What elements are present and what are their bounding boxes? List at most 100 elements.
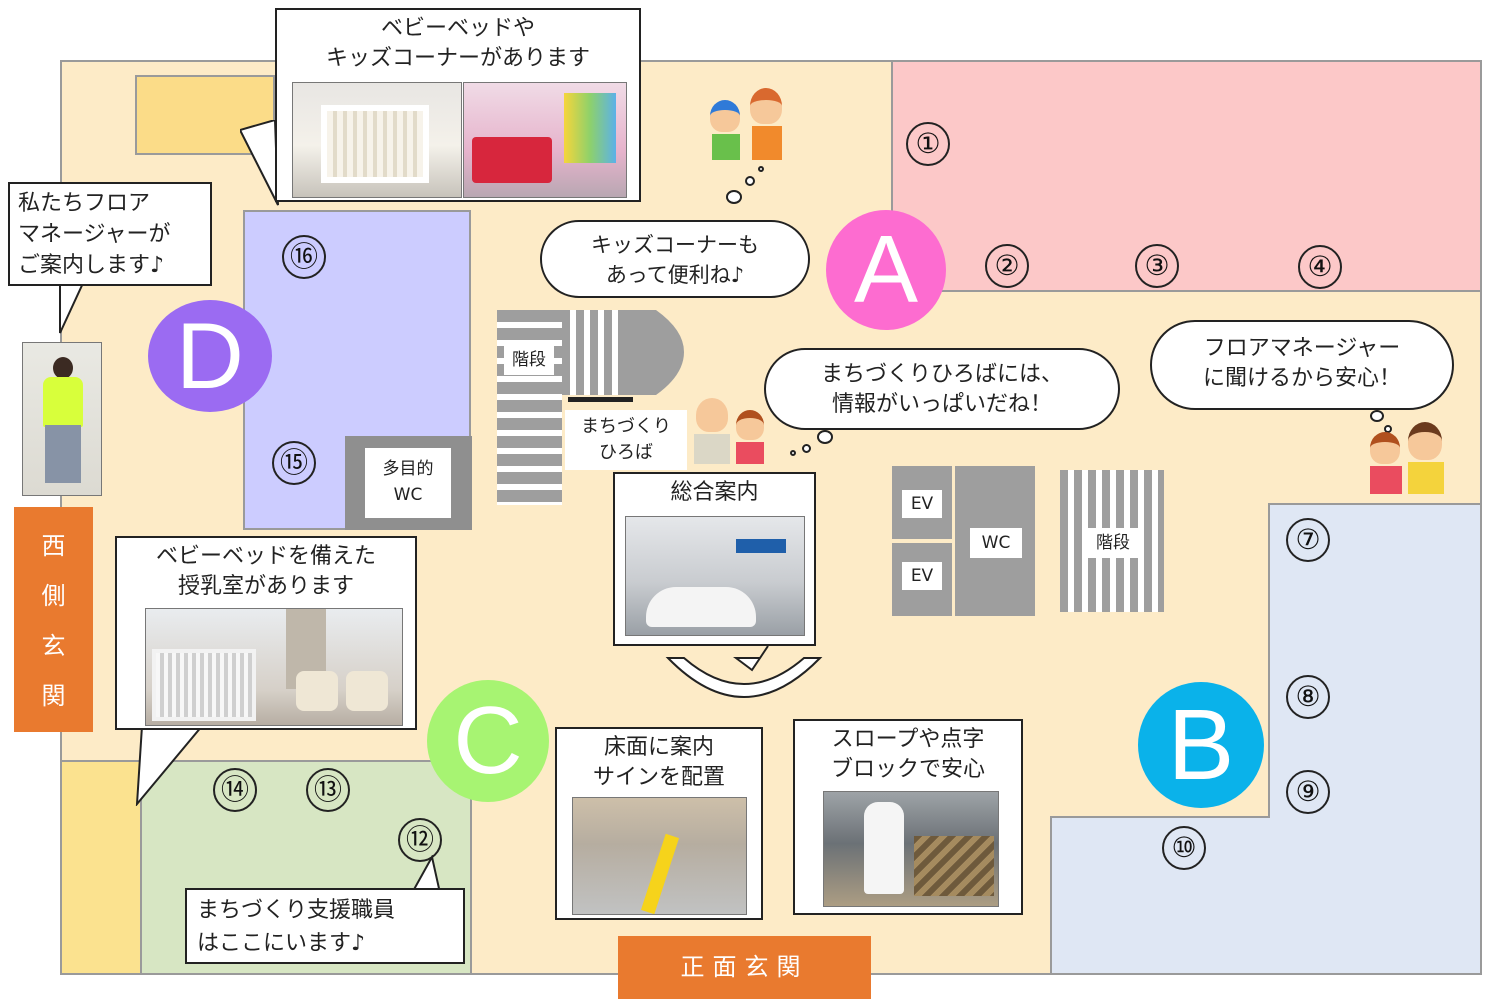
- cloud-bubble: [790, 450, 796, 456]
- zone-a-area[interactable]: [891, 60, 1482, 292]
- shop-number-2[interactable]: ②: [985, 244, 1029, 288]
- play-fence-right: [564, 93, 616, 163]
- restroom-label: WC: [970, 528, 1022, 558]
- nursing-line-2: 授乳室があります: [177, 574, 354, 599]
- support-line-1: まちづくり支援職員: [197, 898, 396, 923]
- baby-bed-line-1: ベビーベッドや: [380, 16, 535, 41]
- shop-number-3[interactable]: ③: [1135, 244, 1179, 288]
- west-char-2: 側: [41, 582, 66, 610]
- stairs-top-edge: [626, 310, 636, 395]
- slope-photo: [823, 791, 999, 907]
- elder-head: [696, 398, 728, 432]
- stairs-left-label: 階段: [504, 345, 554, 375]
- info-desk-callout: 総合案内: [613, 472, 816, 646]
- west-corridor-area: [60, 760, 142, 975]
- couple-illustration: [1364, 418, 1456, 494]
- plaza-cloud-line-1: まちづくりひろばには、: [820, 362, 1063, 387]
- zone-b-marker: B: [1138, 682, 1264, 808]
- shop-number-12[interactable]: ⑫: [398, 818, 442, 862]
- cloud-bubble: [817, 430, 833, 444]
- plaza-line-1: まちづくり: [581, 416, 671, 437]
- west-char-1: 西: [41, 532, 66, 560]
- slope-person: [864, 802, 904, 894]
- child-head: [736, 410, 764, 440]
- man-head: [1408, 422, 1442, 460]
- zone-b-join: [1270, 814, 1480, 820]
- manager-callout: 私たちフロア マネージャーが ご案内します♪: [8, 182, 212, 286]
- support-staff-callout: まちづくり支援職員 はここにいます♪: [185, 888, 465, 964]
- zone-c-marker: C: [427, 680, 549, 802]
- woman-body: [1370, 466, 1402, 494]
- manager-head: [53, 357, 73, 379]
- girl-body: [752, 126, 782, 160]
- slope-callout: スロープや点字 ブロックで安心: [793, 719, 1023, 915]
- floor-sign-line-1: 床面に案内: [603, 735, 714, 760]
- plaza-marker-line: [568, 397, 633, 402]
- info-desk-title: 総合案内: [670, 480, 759, 505]
- plaza-cloud-line-2: 情報がいっぱいだね！: [831, 392, 1052, 417]
- floor-manager-photo: [22, 342, 102, 496]
- shop-number-8[interactable]: ⑧: [1286, 675, 1330, 719]
- kids-cloud-line-1: キッズコーナーも: [591, 233, 759, 257]
- info-desk-sign: [736, 539, 786, 553]
- baby-bed-photo: [292, 82, 462, 198]
- west-entrance-sign[interactable]: 西 側 玄 関: [14, 507, 93, 732]
- nursing-line-1: ベビーベッドを備えた: [155, 544, 376, 569]
- slope-ramp: [914, 836, 994, 896]
- woman-head: [1370, 432, 1400, 464]
- shop-number-14[interactable]: ⑭: [213, 768, 257, 812]
- manager-cloud-line-1: フロアマネージャー: [1203, 336, 1401, 361]
- baby-bed-line-2: キッズコーナーがあります: [325, 46, 590, 71]
- front-entrance-sign[interactable]: 正面玄関: [618, 936, 871, 999]
- manager-cloud-line-2: に聞けるから安心！: [1202, 366, 1401, 391]
- cloud-bubble: [745, 176, 755, 186]
- baby-bed-callout: ベビーベッドや キッズコーナーがあります: [275, 8, 641, 202]
- nursing-crib: [152, 649, 256, 721]
- shop-number-7[interactable]: ⑦: [1286, 518, 1330, 562]
- manager-line-2: マネージャーが: [18, 222, 171, 247]
- multi-purpose-wc-label: 多目的 WC: [365, 448, 451, 518]
- curved-stairs: [636, 310, 684, 395]
- shop-number-1[interactable]: ①: [906, 122, 950, 166]
- manager-skirt: [45, 425, 81, 483]
- floor-sign-photo: [572, 797, 747, 915]
- slope-line-2: ブロックで安心: [830, 757, 985, 782]
- elevator-1-label: EV: [902, 490, 942, 518]
- stairs-right-label: 階段: [1086, 528, 1140, 558]
- nursing-room-callout: ベビーベッドを備えた 授乳室があります: [115, 536, 417, 730]
- shop-number-9[interactable]: ⑨: [1286, 770, 1330, 814]
- elder-body: [694, 434, 730, 464]
- boy-body: [712, 134, 740, 160]
- shop-number-10[interactable]: ⑩: [1162, 826, 1206, 870]
- zone-d-marker: D: [148, 300, 272, 412]
- cloud-bubble: [726, 190, 742, 204]
- multi-wc-line-2: WC: [393, 485, 423, 505]
- info-desk-counter: [646, 587, 756, 627]
- man-body: [1408, 462, 1444, 494]
- shop-number-16[interactable]: ⑯: [282, 235, 326, 279]
- west-char-3: 玄: [41, 632, 66, 660]
- kids-cloud: キッズコーナーも あって便利ね♪: [540, 220, 810, 298]
- manager-line-3: ご案内します♪: [18, 253, 165, 278]
- nursing-callout-pointer: [135, 726, 204, 806]
- zone-b-lower-area[interactable]: [1050, 816, 1482, 975]
- boy-head: [710, 100, 740, 132]
- cloud-bubble: [1370, 410, 1384, 422]
- floor-sign-callout: 床面に案内 サインを配置: [555, 727, 763, 920]
- cloud-bubble: [802, 444, 811, 453]
- elder-illustration: [688, 392, 773, 466]
- shop-number-15[interactable]: ⑮: [272, 441, 316, 485]
- info-desk-photo: [625, 516, 805, 636]
- nursing-room-photo: [145, 608, 403, 726]
- people-illustration: [700, 80, 792, 162]
- plaza-line-2: ひろば: [599, 442, 653, 463]
- cloud-bubble: [758, 166, 764, 172]
- plaza-label: まちづくり ひろば: [565, 410, 687, 470]
- elevator-2-label: EV: [902, 562, 942, 590]
- slope-line-1: スロープや点字: [831, 727, 985, 752]
- shop-number-13[interactable]: ⑬: [306, 768, 350, 812]
- shop-number-4[interactable]: ④: [1298, 245, 1342, 289]
- kids-corner-photo: [463, 82, 627, 198]
- manager-cloud: フロアマネージャー に聞けるから安心！: [1150, 320, 1454, 410]
- zone-a-marker: A: [826, 210, 946, 330]
